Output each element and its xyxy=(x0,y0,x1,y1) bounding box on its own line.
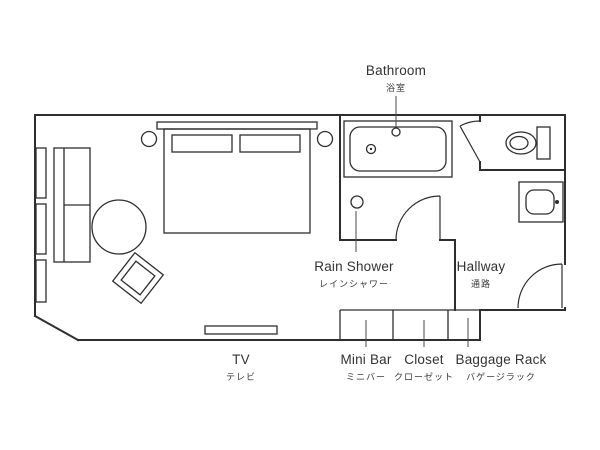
sofa xyxy=(53,147,91,263)
entry-door xyxy=(517,263,563,309)
label-baggage-rack: Baggage Rack バゲージラック xyxy=(456,352,547,383)
bathroom-door xyxy=(395,195,441,241)
tv-console xyxy=(204,325,278,335)
lounge-chair xyxy=(111,251,165,305)
label-tv-en: TV xyxy=(232,352,250,367)
bathtub xyxy=(343,120,453,178)
toilet-bowl xyxy=(505,131,537,155)
headboard xyxy=(156,121,318,130)
label-closet-ja: クローゼット xyxy=(393,372,455,382)
sink-basin xyxy=(525,189,555,215)
bedside-lamp-right xyxy=(316,130,334,148)
label-closet-en: Closet xyxy=(404,352,444,367)
bathtub-drain xyxy=(365,143,377,155)
label-mini-bar-en: Mini Bar xyxy=(340,352,392,367)
furniture xyxy=(35,120,564,340)
label-mini-bar: Mini Bar ミニバー xyxy=(340,352,391,383)
bed xyxy=(156,121,318,234)
doors xyxy=(395,120,563,309)
label-closet: Closet クローゼット xyxy=(394,352,454,383)
leader-lines xyxy=(355,96,469,347)
bathtub-drain-dot xyxy=(369,147,373,151)
window-panel xyxy=(35,259,47,303)
label-bathroom-ja: 浴室 xyxy=(385,83,407,93)
pillow xyxy=(171,134,233,153)
window-panel xyxy=(35,203,47,255)
toilet-tank xyxy=(536,126,551,160)
pillow xyxy=(239,134,301,153)
label-baggage-rack-en: Baggage Rack xyxy=(455,352,547,367)
cabinet-row xyxy=(339,309,480,340)
wall-outline xyxy=(33,114,566,342)
label-tv-ja: テレビ xyxy=(225,372,257,382)
toilet xyxy=(505,126,551,160)
label-hallway: Hallway 通路 xyxy=(457,259,506,290)
label-rain-shower-en: Rain Shower xyxy=(314,259,394,274)
label-bathroom-en: Bathroom xyxy=(365,63,427,78)
label-mini-bar-ja: ミニバー xyxy=(345,372,386,382)
toilet-room-door xyxy=(459,120,481,163)
sink-vanity xyxy=(518,181,564,223)
round-table xyxy=(91,199,147,255)
label-tv: TV テレビ xyxy=(226,352,256,383)
label-baggage-rack-ja: バゲージラック xyxy=(466,372,536,382)
toilet-bowl-inner xyxy=(509,135,529,151)
label-bathroom: Bathroom 浴室 xyxy=(366,63,426,94)
window-panel xyxy=(35,147,47,199)
sink-faucet xyxy=(555,200,559,204)
label-hallway-en: Hallway xyxy=(456,259,506,274)
walls xyxy=(33,114,566,342)
mattress xyxy=(163,128,311,234)
window-panels xyxy=(35,147,47,303)
rain-shower-head xyxy=(350,195,364,209)
wall-interior xyxy=(339,114,566,311)
label-rain-shower: Rain Shower レインシャワー xyxy=(314,259,394,290)
label-rain-shower-ja: レインシャワー xyxy=(318,279,389,289)
bedside-lamp-left xyxy=(140,130,158,148)
label-hallway-ja: 通路 xyxy=(470,279,492,289)
bath-control-dot xyxy=(391,127,401,137)
